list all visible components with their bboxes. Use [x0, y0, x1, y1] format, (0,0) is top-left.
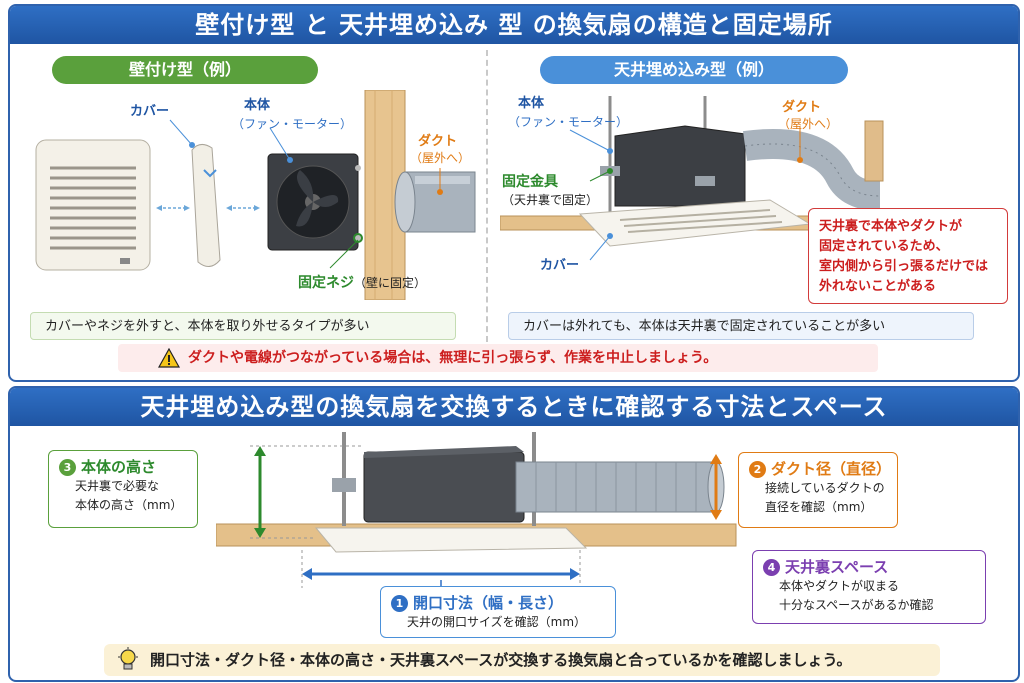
ceiling-warning-line: 天井裏で本体やダクトが — [819, 219, 963, 234]
lightbulb-icon — [118, 647, 138, 670]
ceiling-warning-box: 天井裏で本体やダクトが 固定されているため、 室内側から引っ張るだけでは 外れな… — [808, 208, 1008, 304]
ceiling-duct-sub-label: （屋外へ） — [778, 117, 839, 131]
wall-screw-label: 固定ネジ（壁に固定） — [298, 275, 427, 291]
height-callout-line: 本体の高さ（mm） — [75, 498, 183, 512]
duct-callout-line: 直径を確認（mm） — [765, 500, 873, 514]
wall-fan-illustration — [35, 90, 476, 300]
wall-note: カバーやネジを外すと、本体を取り外せるタイプが多い — [30, 312, 456, 340]
ceiling-bracket-sub-label: （天井裏で固定） — [502, 193, 599, 207]
space-callout-line: 本体やダクトが収まる — [779, 579, 900, 593]
safety-warning-bar: ダクトや電線がつながっている場合は、無理に引っ張らず、作業を中止しましょう。 — [118, 344, 878, 372]
ceiling-note: カバーは外れても、本体は天井裏で固定されていることが多い — [508, 312, 974, 340]
ceiling-warning-line: 室内側から引っ張るだけでは — [819, 259, 989, 274]
height-callout-line: 天井裏で必要な — [75, 479, 160, 493]
opening-callout-line: 天井の開口サイズを確認（mm） — [407, 615, 587, 629]
wall-type-pill: 壁付け型（例） — [52, 56, 318, 84]
wall-duct-label: ダクト — [418, 134, 458, 149]
wall-duct-sub-label: （屋外へ） — [410, 151, 471, 165]
warning-icon — [158, 348, 180, 368]
tip-bar: 開口寸法・ダクト径・本体の高さ・天井裏スペースが交換する換気扇と合っているかを確… — [104, 644, 940, 676]
section-divider — [486, 50, 488, 342]
ceiling-type-pill: 天井埋め込み型（例） — [540, 56, 848, 84]
ceiling-bracket-label: 固定金具 — [502, 174, 558, 190]
wall-body-sub-label: （ファン・モーター） — [232, 117, 353, 131]
wall-cover-label: カバー — [130, 104, 170, 119]
space-callout-line: 十分なスペースがあるか確認 — [779, 598, 934, 612]
tip-text: 開口寸法・ダクト径・本体の高さ・天井裏スペースが交換する換気扇と合っているかを確… — [150, 651, 852, 669]
dimension-title: 天井埋め込み型の換気扇を交換するときに確認する寸法とスペース — [10, 388, 1018, 426]
ceiling-body-label: 本体 — [518, 96, 545, 111]
duct-callout-line: 接続しているダクトの — [765, 481, 885, 495]
safety-warning-text: ダクトや電線がつながっている場合は、無理に引っ張らず、作業を中止しましょう。 — [188, 350, 718, 366]
structure-title: 壁付け型 と 天井埋め込み 型 の換気扇の構造と固定場所 — [10, 6, 1018, 44]
ceiling-fan-illustration — [500, 96, 900, 261]
ceiling-duct-label: ダクト — [782, 100, 822, 115]
wall-body-label: 本体 — [244, 98, 271, 113]
ceiling-warning-line: 固定されているため、 — [819, 239, 949, 254]
ceiling-cover-label: カバー — [540, 258, 580, 273]
ceiling-warning-line: 外れないことがある — [819, 279, 937, 294]
ceiling-body-sub-label: （ファン・モーター） — [508, 115, 629, 129]
dimension-illustration — [216, 432, 737, 598]
